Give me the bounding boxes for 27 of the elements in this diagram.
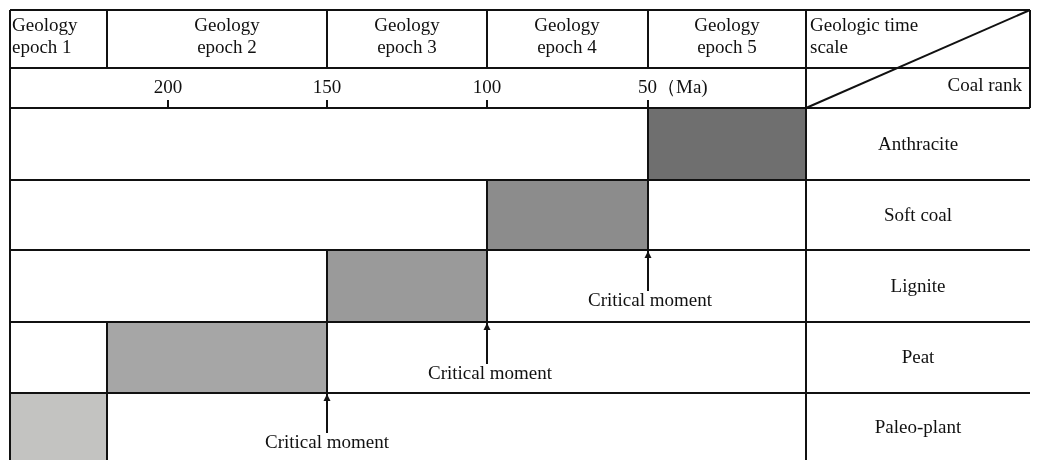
column-header: Geology epoch 3 <box>373 14 441 58</box>
header-text: Coal rank <box>947 74 1022 96</box>
axis-tick-label: 200 <box>153 76 183 98</box>
header-text: Geologic time scale <box>810 14 920 58</box>
annotation-text: Critical moment <box>265 431 389 453</box>
time-span-bar <box>648 108 806 180</box>
column-header: Geology epoch 2 <box>193 14 261 58</box>
row-header: Lignite <box>890 275 946 297</box>
row-header: Soft coal <box>883 204 953 226</box>
annotation-text: Critical moment <box>588 289 712 311</box>
column-header: Geology epoch 1 <box>12 14 79 58</box>
annotation-text: Critical moment <box>428 362 552 384</box>
arrow <box>323 393 331 434</box>
axis-tick-label: 100 <box>472 76 502 98</box>
row-header: Anthracite <box>877 133 959 155</box>
time-span-bar <box>487 180 648 250</box>
row-header: Paleo-plant <box>874 416 962 438</box>
row-header: Peat <box>901 346 935 368</box>
axis-tick-label: 50（Ma) <box>638 76 708 98</box>
column-header: Geology epoch 4 <box>533 14 601 58</box>
time-span-bar <box>107 322 327 393</box>
time-span-bar <box>10 393 107 460</box>
column-header: Geology epoch 5 <box>693 14 761 58</box>
arrow <box>644 250 652 292</box>
axis-tick-label: 150 <box>312 76 342 98</box>
arrow <box>483 322 491 365</box>
time-span-bar <box>327 250 487 322</box>
